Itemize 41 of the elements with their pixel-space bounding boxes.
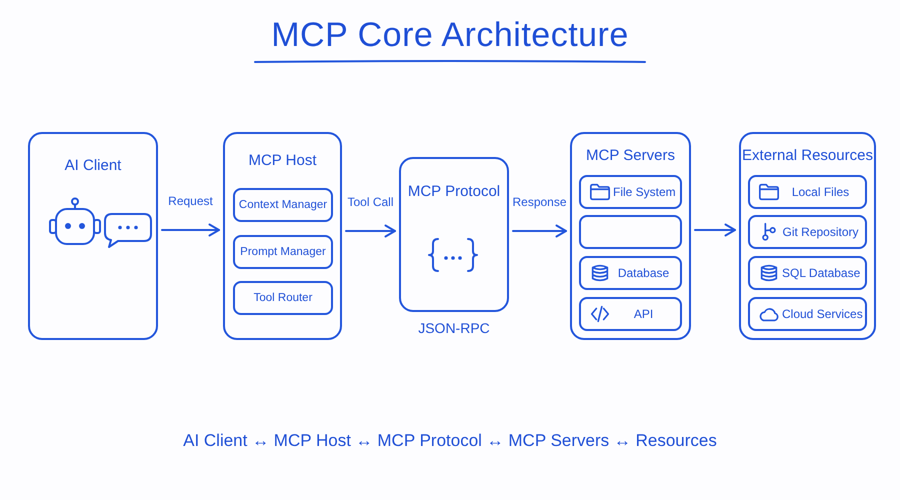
node-label: Database	[616, 266, 670, 280]
process-box	[28, 132, 158, 340]
panel-heading: AI Client	[64, 156, 122, 175]
node-label: SQL Database	[781, 266, 860, 280]
component-box	[748, 297, 867, 331]
node-label: Local Files	[790, 185, 850, 199]
flow-summary: AI Client ↔ MCP Host ↔ MCP Protocol ↔ MCP Servers ↔ Resources	[182, 430, 718, 451]
panel-heading: MCP Protocol	[406, 182, 502, 201]
node-caption: JSON-RPC	[418, 320, 490, 337]
component-box	[579, 175, 682, 209]
node-label: API	[632, 307, 654, 321]
group-panel	[570, 132, 691, 340]
group-panel	[739, 132, 876, 340]
title: MCP Core Architecture	[270, 15, 630, 56]
panel-heading: MCP Host	[247, 151, 318, 170]
component-box	[233, 235, 333, 269]
arrow	[345, 224, 396, 238]
node-label: Git Repository	[781, 225, 859, 239]
node-label: Prompt Manager	[239, 245, 327, 259]
node-label: Tool Router	[252, 291, 314, 305]
arrow	[512, 224, 567, 238]
component-box	[233, 281, 333, 315]
process-box	[399, 157, 509, 312]
edge-label: Response	[511, 195, 568, 209]
component-box	[748, 215, 867, 249]
component-box	[748, 256, 867, 290]
group-panel	[223, 132, 342, 340]
component-box	[233, 188, 333, 222]
arrow	[694, 224, 736, 236]
edge-label: Tool Call	[346, 195, 395, 209]
edge-label: Request	[167, 194, 214, 208]
component-box	[579, 297, 682, 331]
component-box	[748, 175, 867, 209]
node-label: Cloud Services	[781, 307, 863, 321]
arrow	[161, 224, 220, 236]
component-box	[579, 215, 682, 249]
panel-heading: MCP Servers	[585, 146, 676, 165]
panel-heading: External Resources	[741, 146, 874, 165]
node-label: Context Manager	[238, 198, 328, 212]
node-label: File System	[612, 185, 676, 199]
component-box	[579, 256, 682, 290]
